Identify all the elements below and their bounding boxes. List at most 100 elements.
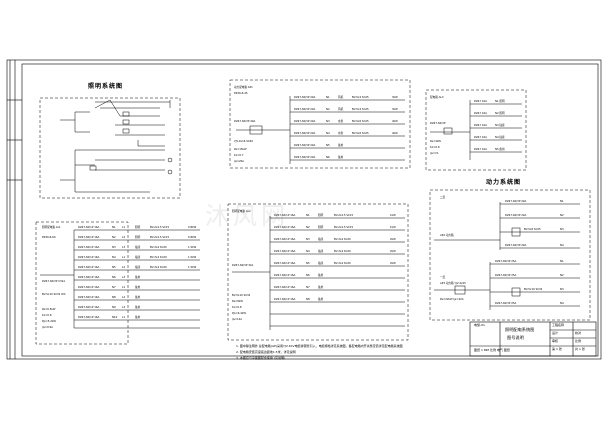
svg-text:4kW: 4kW — [392, 131, 398, 135]
svg-text:4kW: 4kW — [392, 119, 398, 123]
title-block-drawing-title-2: 图号说明 — [507, 335, 524, 340]
svg-text:N6: N6 — [326, 155, 330, 159]
lighting-system-diagram — [39, 97, 181, 199]
distribution-panel-bottom-middle — [227, 203, 409, 341]
svg-text:BV-3x4 SC20: BV-3x4 SC20 — [150, 255, 167, 259]
distribution-panel-left — [35, 221, 200, 345]
svg-text:L1: L1 — [122, 255, 125, 259]
svg-text:DZ47-60/3P 32A: DZ47-60/3P 32A — [232, 263, 254, 267]
distribution-panel-top-middle-text: 动力配电箱 AP1 PZ30-R-45 DZ47-60/3P 40A YJV-4… — [234, 85, 398, 163]
svg-text:插座: 插座 — [318, 237, 324, 241]
svg-text:DZ47-60/3P 20A: DZ47-60/3P 20A — [505, 199, 527, 203]
svg-text:风机: 风机 — [338, 107, 344, 111]
svg-text:N5: N5 — [112, 265, 116, 269]
svg-text:Pe=6.5kW: Pe=6.5kW — [42, 307, 56, 311]
title-block-scale: 比例 — [575, 339, 582, 343]
svg-text:BV-2x2.5 SC15: BV-2x2.5 SC15 — [334, 213, 353, 217]
svg-text:Ijs=20A: Ijs=20A — [234, 159, 245, 163]
svg-text:DZ47-60/3P: DZ47-60/3P — [430, 121, 446, 125]
svg-text:Kx=0.8: Kx=0.8 — [430, 145, 440, 149]
svg-text:DZ47-60/3P 40A: DZ47-60/3P 40A — [234, 119, 256, 123]
svg-text:N2: N2 — [112, 235, 116, 239]
watermark: 沐风网 — [205, 202, 289, 230]
svg-text:N5: N5 — [326, 143, 330, 147]
svg-text:DZ47-60/3P 20A: DZ47-60/3P 20A — [294, 143, 316, 147]
svg-text:N6: N6 — [306, 273, 310, 277]
svg-text:BV-3x4 SC20: BV-3x4 SC20 — [334, 249, 351, 253]
svg-text:N3: N3 — [326, 119, 330, 123]
svg-text:Ijs=7A: Ijs=7A — [430, 151, 439, 155]
svg-text:备用: 备用 — [135, 315, 141, 319]
power-system-title: 动力系统图 — [486, 179, 522, 186]
svg-text:N1 照明: N1 照明 — [495, 99, 505, 103]
svg-text:BV-5x6 SC25: BV-5x6 SC25 — [352, 131, 369, 135]
svg-text:插座: 插座 — [318, 249, 324, 253]
svg-text:PZ30-R-60: PZ30-R-60 — [42, 235, 56, 239]
svg-text:N2: N2 — [326, 107, 330, 111]
svg-text:N4: N4 — [560, 243, 564, 247]
svg-text:DZ47-60/3P 25A: DZ47-60/3P 25A — [495, 273, 517, 277]
svg-text:DZ47 16A: DZ47 16A — [474, 111, 487, 115]
svg-text:备用: 备用 — [318, 285, 324, 289]
note-1: 1. 图中除注明外 总配电箱(AP)采用YJV-1KV电缆穿钢管引入，电缆规格详… — [236, 344, 403, 348]
svg-text:BV-2x2.5 SC15: BV-2x2.5 SC15 — [150, 235, 169, 239]
title-block-design: 设计 — [552, 331, 559, 335]
svg-text:照明: 照明 — [135, 225, 141, 229]
svg-text:备用: 备用 — [338, 155, 344, 159]
distribution-panel-top-middle — [229, 79, 411, 169]
svg-text:DZ47-60/3P 20A: DZ47-60/3P 20A — [294, 95, 316, 99]
svg-text:DZ47 16A: DZ47 16A — [474, 123, 487, 127]
svg-text:1.5kW: 1.5kW — [188, 255, 197, 259]
svg-text:1kW: 1kW — [390, 225, 396, 229]
svg-text:N2 照明: N2 照明 — [495, 111, 505, 115]
svg-text:L2: L2 — [122, 265, 125, 269]
title-block-bottom-line: 图纸 1 MM 比例 电气 图纸 — [474, 348, 510, 352]
svg-text:AP2 动力箱: AP2 动力箱 — [440, 233, 454, 237]
svg-text:DZ47-60/1P 16A: DZ47-60/1P 16A — [274, 225, 296, 229]
svg-text:照明: 照明 — [318, 225, 324, 229]
svg-text:DZ47-60/3P 20A: DZ47-60/3P 20A — [294, 107, 316, 111]
svg-text:动力配电箱 AP1: 动力配电箱 AP1 — [234, 85, 253, 89]
svg-text:风机: 风机 — [338, 95, 344, 99]
svg-text:N5 备用: N5 备用 — [495, 147, 505, 151]
title-block-drawing-title-1: 照明配电系统图 — [505, 327, 535, 332]
svg-text:备用: 备用 — [318, 273, 324, 277]
svg-text:L2: L2 — [122, 295, 125, 299]
svg-text:Pe=8kW: Pe=8kW — [232, 299, 243, 303]
svg-text:1.5kW: 1.5kW — [188, 265, 197, 269]
svg-text:DZ47-60/1P 16A: DZ47-60/1P 16A — [274, 213, 296, 217]
svg-text:N2: N2 — [560, 273, 564, 277]
svg-text:照明配电箱 AL1: 照明配电箱 AL1 — [42, 225, 61, 229]
svg-text:DZ47-60/3P 20A: DZ47-60/3P 20A — [294, 119, 316, 123]
svg-text:BV-5x4 SC25: BV-5x4 SC25 — [352, 107, 369, 111]
svg-text:N1: N1 — [326, 95, 330, 99]
power-system-diagram-text: 二层 AP2 动力箱 一层 AP3 动力箱 YJV-4x25 Pe=22kW I… — [440, 195, 564, 305]
svg-text:BV-2x2.5 SC15: BV-2x2.5 SC15 — [150, 225, 169, 229]
svg-text:DZ47-60/1P 16A: DZ47-60/1P 16A — [78, 295, 100, 299]
svg-text:Pe=4kW: Pe=4kW — [430, 139, 441, 143]
svg-text:Pjs=6.4kW: Pjs=6.4kW — [232, 311, 246, 315]
svg-text:PZ30-R-45: PZ30-R-45 — [234, 91, 248, 95]
title-block-total-sheets: 共 1 张 — [575, 347, 585, 351]
svg-text:AP3 动力箱 YJV-4x25: AP3 动力箱 YJV-4x25 — [440, 281, 466, 285]
svg-text:L3: L3 — [122, 305, 125, 309]
svg-text:N9: N9 — [112, 305, 116, 309]
svg-text:BV-5x6 SC25: BV-5x6 SC25 — [524, 227, 541, 231]
svg-text:照明: 照明 — [318, 213, 324, 217]
title-block-sheet-no: 第 1 张 — [552, 347, 562, 351]
svg-text:备用: 备用 — [135, 285, 141, 289]
svg-text:BV-5x10 SC32: BV-5x10 SC32 — [524, 287, 543, 291]
svg-text:N1: N1 — [560, 259, 564, 263]
svg-text:Ijs=9.9A: Ijs=9.9A — [42, 325, 53, 329]
svg-text:N4: N4 — [560, 301, 564, 305]
svg-text:DZ47-60/1P 16A: DZ47-60/1P 16A — [78, 235, 100, 239]
svg-text:Ijs=12A: Ijs=12A — [232, 317, 243, 321]
svg-text:备用: 备用 — [135, 305, 141, 309]
svg-text:0.8kW: 0.8kW — [188, 235, 197, 239]
svg-text:DZ47-60/3P 20A: DZ47-60/3P 20A — [505, 243, 527, 247]
svg-text:N3: N3 — [560, 227, 564, 231]
svg-text:BV-5x10 SC32 WC: BV-5x10 SC32 WC — [42, 292, 66, 296]
svg-text:Kx=0.7: Kx=0.7 — [234, 153, 244, 157]
svg-text:N1: N1 — [112, 225, 116, 229]
